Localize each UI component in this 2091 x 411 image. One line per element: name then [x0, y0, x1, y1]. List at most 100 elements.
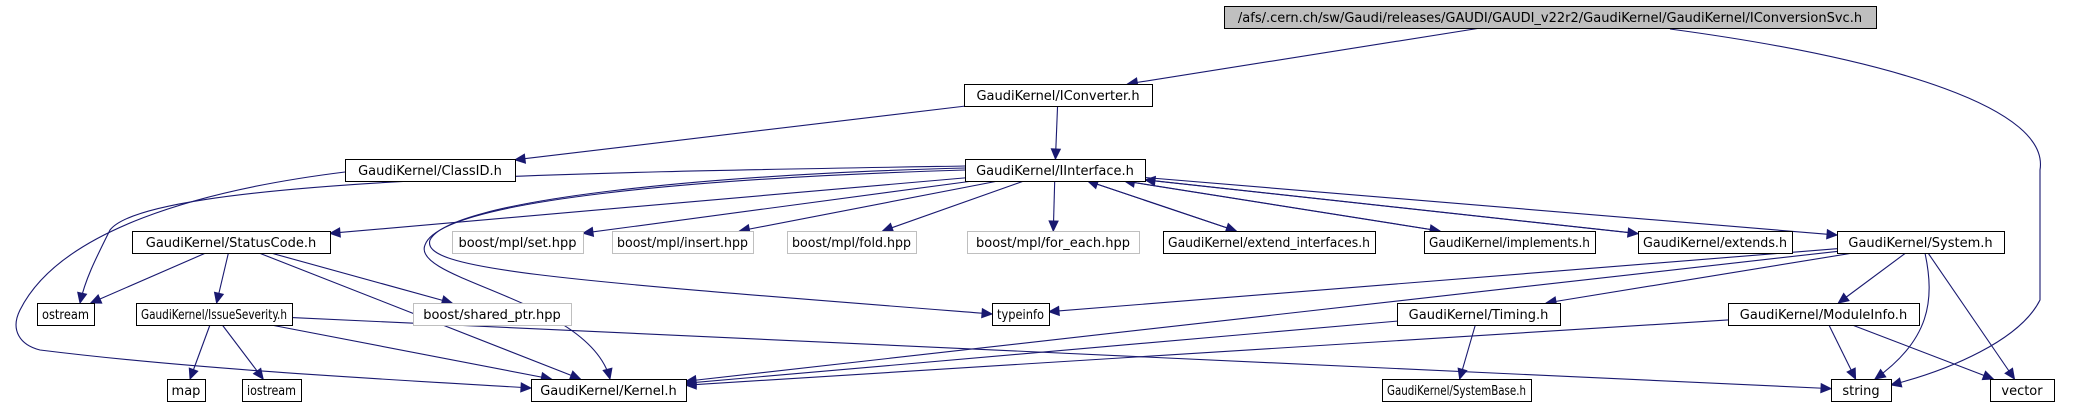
edge-moduleinfo-to-string	[1828, 324, 1857, 381]
node-box[interactable]	[964, 84, 1153, 107]
node-box[interactable]	[1224, 6, 1877, 29]
node-box[interactable]	[612, 231, 754, 254]
edge-line	[15, 171, 532, 389]
node-label: boost/mpl/insert.hpp	[617, 236, 748, 251]
arrowhead-icon	[513, 153, 527, 164]
node-mplfold[interactable]: boost/mpl/fold.hpp	[787, 231, 917, 254]
node-ostream[interactable]: ostream	[37, 303, 95, 326]
node-box[interactable]	[1638, 231, 1793, 254]
edge-line	[1852, 324, 1994, 380]
edge-moduleinfo-to-vector	[1852, 324, 1995, 381]
edge-statuscode-to-ostream	[89, 252, 206, 304]
edge-line	[221, 324, 264, 380]
node-box[interactable]	[1990, 379, 2055, 402]
node-box[interactable]	[1728, 303, 1920, 326]
edge-iinterface-to-mplfold	[881, 180, 1025, 233]
node-box[interactable]	[1837, 231, 2005, 254]
edge-issueseverity-to-kernel	[270, 324, 553, 383]
node-box[interactable]	[132, 231, 331, 254]
node-label: /afs/.cern.ch/sw/Gaudi/releases/GAUDI/GA…	[1238, 11, 1862, 26]
edge-line	[79, 165, 966, 304]
edge-line	[1545, 252, 1854, 304]
arrowhead-icon	[1981, 370, 1995, 381]
node-box[interactable]	[967, 231, 1140, 254]
node-root[interactable]: /afs/.cern.ch/sw/Gaudi/releases/GAUDI/GA…	[1224, 6, 1877, 29]
edge-line	[291, 317, 1832, 390]
node-systembase[interactable]: GaudiKernel/SystemBase.h	[1382, 379, 1532, 402]
node-box[interactable]	[1424, 231, 1596, 254]
edge-iinterface-to-mplset	[581, 180, 973, 238]
node-box[interactable]	[965, 159, 1146, 182]
node-box[interactable]	[1831, 379, 1892, 402]
node-mplset[interactable]: boost/mpl/set.hpp	[452, 231, 584, 254]
node-label: boost/shared_ptr.hpp	[423, 308, 561, 323]
arrowhead-icon	[1846, 367, 1857, 381]
node-box[interactable]	[787, 231, 917, 254]
node-vector[interactable]: vector	[1990, 379, 2055, 402]
edge-line	[1144, 176, 1838, 236]
arrowhead-icon	[520, 382, 533, 393]
arrowhead-icon	[568, 370, 582, 381]
edge-line	[1874, 252, 1930, 380]
node-string[interactable]: string	[1831, 379, 1892, 402]
node-kernel[interactable]: GaudiKernel/Kernel.h	[531, 379, 687, 402]
node-system[interactable]: GaudiKernel/System.h	[1837, 231, 2005, 254]
node-box[interactable]	[167, 379, 206, 402]
node-box[interactable]	[452, 231, 584, 254]
node-issueseverity[interactable]: GaudiKernel/IssueSeverity.h	[136, 303, 293, 326]
arrowhead-icon	[1820, 382, 1833, 394]
edge-line	[582, 180, 973, 234]
edge-implements-to-iinterface	[1123, 177, 1441, 232]
arrowhead-icon	[684, 379, 697, 390]
node-map[interactable]: map	[167, 379, 206, 402]
edge-line	[514, 105, 966, 161]
node-box[interactable]	[531, 379, 687, 402]
node-mplforeach[interactable]: boost/mpl/for_each.hpp	[967, 231, 1140, 254]
node-typeinfo[interactable]: typeinfo	[992, 303, 1050, 326]
edge-iinterface-to-statuscode	[328, 177, 966, 238]
arrowhead-icon	[2004, 367, 2016, 381]
node-classid[interactable]: GaudiKernel/ClassID.h	[345, 159, 516, 182]
edge-line	[1669, 28, 2041, 386]
edge-line	[685, 319, 1729, 386]
node-iostream[interactable]: iostream	[242, 379, 302, 402]
node-sharedptr[interactable]: boost/shared_ptr.hpp	[413, 303, 572, 326]
node-label: GaudiKernel/System.h	[1848, 236, 1992, 251]
node-extends[interactable]: GaudiKernel/extends.h	[1638, 231, 1793, 254]
node-iinterface[interactable]: GaudiKernel/IInterface.h	[965, 159, 1146, 182]
node-label: GaudiKernel/ModuleInfo.h	[1740, 308, 1907, 323]
node-iconverter[interactable]: GaudiKernel/IConverter.h	[964, 84, 1153, 107]
edge-statuscode-to-issueseverity	[213, 252, 229, 305]
node-statuscode[interactable]: GaudiKernel/StatusCode.h	[132, 231, 331, 254]
node-box[interactable]	[136, 303, 293, 326]
node-label: GaudiKernel/extend_interfaces.h	[1168, 236, 1370, 251]
node-box[interactable]	[1382, 379, 1532, 402]
node-label: GaudiKernel/IssueSeverity.h	[141, 308, 287, 323]
arrowhead-icon	[1837, 292, 1850, 304]
edge-extends-to-iinterface	[1143, 175, 1639, 235]
edge-line	[90, 252, 206, 304]
node-box[interactable]	[37, 303, 95, 326]
node-box[interactable]	[1163, 231, 1376, 254]
node-mplinsert[interactable]: boost/mpl/insert.hpp	[612, 231, 754, 254]
node-box[interactable]	[345, 159, 516, 182]
node-moduleinfo[interactable]: GaudiKernel/ModuleInfo.h	[1728, 303, 1920, 326]
node-timing[interactable]: GaudiKernel/Timing.h	[1397, 303, 1561, 326]
edge-statuscode-to-sharedptr	[270, 252, 454, 306]
node-extendif[interactable]: GaudiKernel/extend_interfaces.h	[1163, 231, 1376, 254]
edge-iinterface-to-ostream	[77, 165, 966, 305]
node-box[interactable]	[992, 303, 1050, 326]
node-box[interactable]	[413, 303, 572, 326]
edge-line	[270, 324, 552, 380]
edge-issueseverity-to-string	[291, 317, 1833, 394]
edge-iconverter-to-iinterface	[1050, 105, 1062, 161]
arrowhead-icon	[1143, 175, 1157, 187]
node-box[interactable]	[242, 379, 302, 402]
node-box[interactable]	[1397, 303, 1561, 326]
edge-line	[1127, 27, 1481, 85]
node-implements[interactable]: GaudiKernel/implements.h	[1424, 231, 1596, 254]
node-label: GaudiKernel/IInterface.h	[976, 164, 1134, 179]
arrowhead-icon	[1457, 367, 1468, 381]
edge-classid-to-kernel	[15, 171, 533, 393]
edge-line	[270, 252, 453, 304]
